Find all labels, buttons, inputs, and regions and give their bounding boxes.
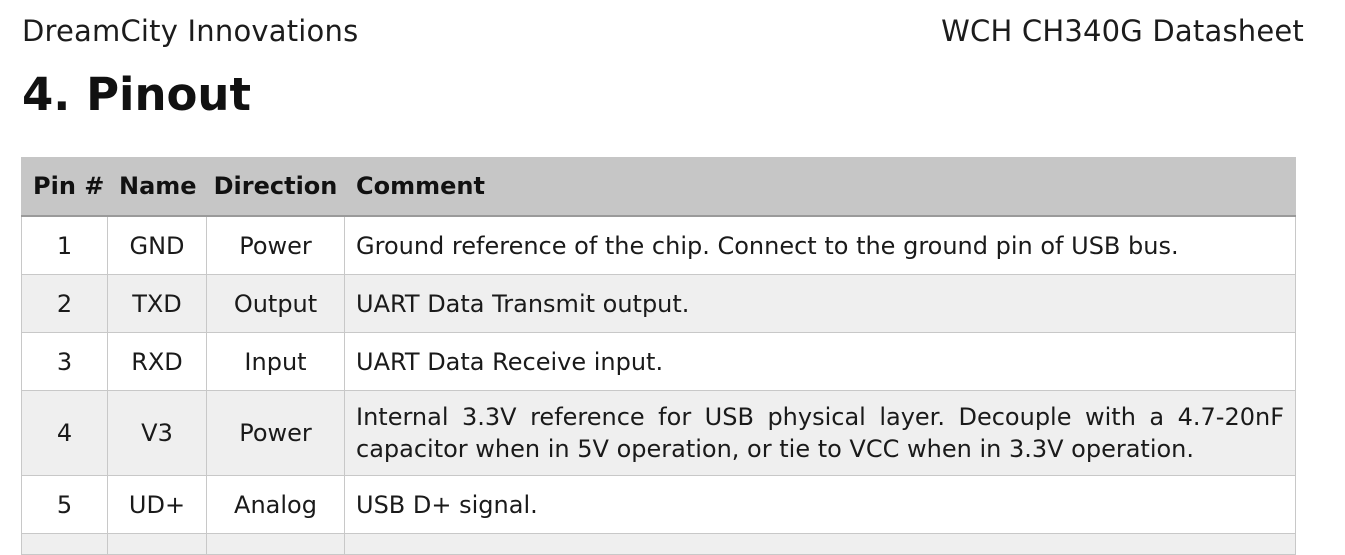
pin-direction-cell: Analog [206,475,345,534]
pin-direction-cell: Output [206,274,345,333]
table-row-partial [21,533,1296,555]
pin-name-cell: UD+ [107,475,207,534]
pin-number-cell: 4 [21,390,108,476]
pin-direction-cell: Power [206,215,345,275]
pin-direction-cell: Input [206,332,345,391]
table-row: 4 V3 Power Internal 3.3V reference for U… [21,390,1296,476]
table-header-row: Pin # Name Direction Comment [21,157,1296,217]
column-header-name: Name [107,157,207,217]
column-header-direction: Direction [206,157,345,217]
pin-number-cell: 5 [21,475,108,534]
document-title: WCH CH340G Datasheet [941,14,1304,48]
pin-name-cell: TXD [107,274,207,333]
empty-cell [107,533,207,555]
pinout-table: Pin # Name Direction Comment 1 GND Power… [21,157,1296,555]
pin-name-cell: V3 [107,390,207,476]
pin-number-cell: 2 [21,274,108,333]
empty-cell [344,533,1296,555]
pin-number-cell: 1 [21,215,108,275]
section-title: 4. Pinout [22,68,251,121]
pin-comment-cell: USB D+ signal. [344,475,1296,534]
pin-direction-cell: Power [206,390,345,476]
column-header-comment: Comment [344,157,1296,217]
pin-comment-cell: UART Data Transmit output. [344,274,1296,333]
empty-cell [21,533,108,555]
pin-comment-cell: Ground reference of the chip. Connect to… [344,215,1296,275]
table-row: 5 UD+ Analog USB D+ signal. [21,475,1296,534]
pin-number-cell: 3 [21,332,108,391]
empty-cell [206,533,345,555]
column-header-pin: Pin # [21,157,108,217]
table-row: 3 RXD Input UART Data Receive input. [21,332,1296,391]
pin-comment-cell: UART Data Receive input. [344,332,1296,391]
company-name: DreamCity Innovations [22,14,359,48]
pin-name-cell: RXD [107,332,207,391]
table-row: 1 GND Power Ground reference of the chip… [21,215,1296,275]
table-row: 2 TXD Output UART Data Transmit output. [21,274,1296,333]
pin-name-cell: GND [107,215,207,275]
pin-comment-cell: Internal 3.3V reference for USB physical… [344,390,1296,476]
